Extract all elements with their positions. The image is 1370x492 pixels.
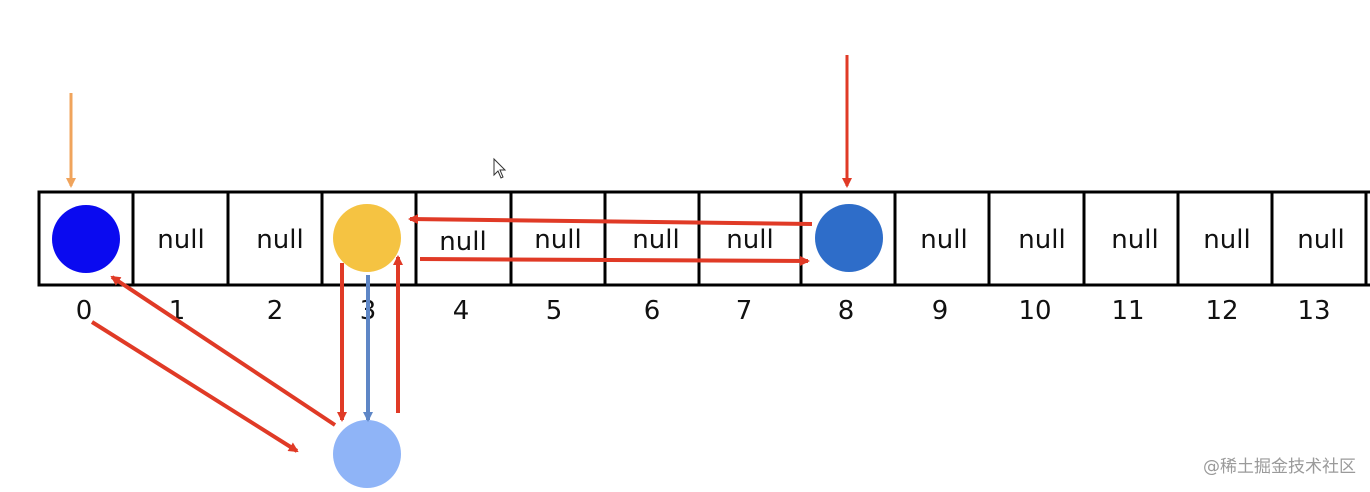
arrow-3-to-8 [419,255,810,266]
index-label-12: 12 [1205,296,1238,326]
cell-value-7: null [726,225,773,255]
array-border [37,190,1370,287]
arrow-8-to-3 [408,214,813,226]
watermark: @稀土掘金技术社区 [1203,457,1356,477]
node-below-3 [333,420,401,488]
index-label-2: 2 [267,296,284,326]
index-label-8: 8 [838,296,855,326]
index-label-6: 6 [644,296,661,326]
cell-value-9: null [920,225,967,255]
index-label-7: 7 [736,296,753,326]
index-label-11: 11 [1111,296,1144,326]
cell-value-13: null [1297,225,1344,255]
index-label-9: 9 [932,296,949,326]
index-label-5: 5 [546,296,563,326]
index-label-10: 10 [1018,296,1051,326]
arrows [66,55,852,453]
index-label-4: 4 [453,296,470,326]
cell-value-10: null [1018,225,1065,255]
cell-value-5: null [534,225,581,255]
node-cell-3 [333,204,401,272]
index-label-13: 13 [1297,296,1330,326]
cell-value-1: null [157,225,204,255]
mouse-cursor-icon [493,157,507,179]
cell-value-4: null [439,227,486,257]
array-grid [37,190,1370,287]
cell-value-12: null [1203,225,1250,255]
node-cell-8 [815,204,883,272]
nodes [52,204,883,488]
cell-value-11: null [1111,225,1158,255]
cell-value-6: null [632,225,679,255]
node-cell-0 [52,205,120,273]
arrow-to-0 [110,275,337,427]
index-label-0: 0 [76,296,93,326]
arrow-0-to-node [90,320,299,453]
cell-values: null null null null null null null null … [157,225,1344,257]
index-labels: 0 1 2 3 4 5 6 7 8 9 10 11 12 13 [76,296,1331,326]
cell-value-2: null [256,225,303,255]
